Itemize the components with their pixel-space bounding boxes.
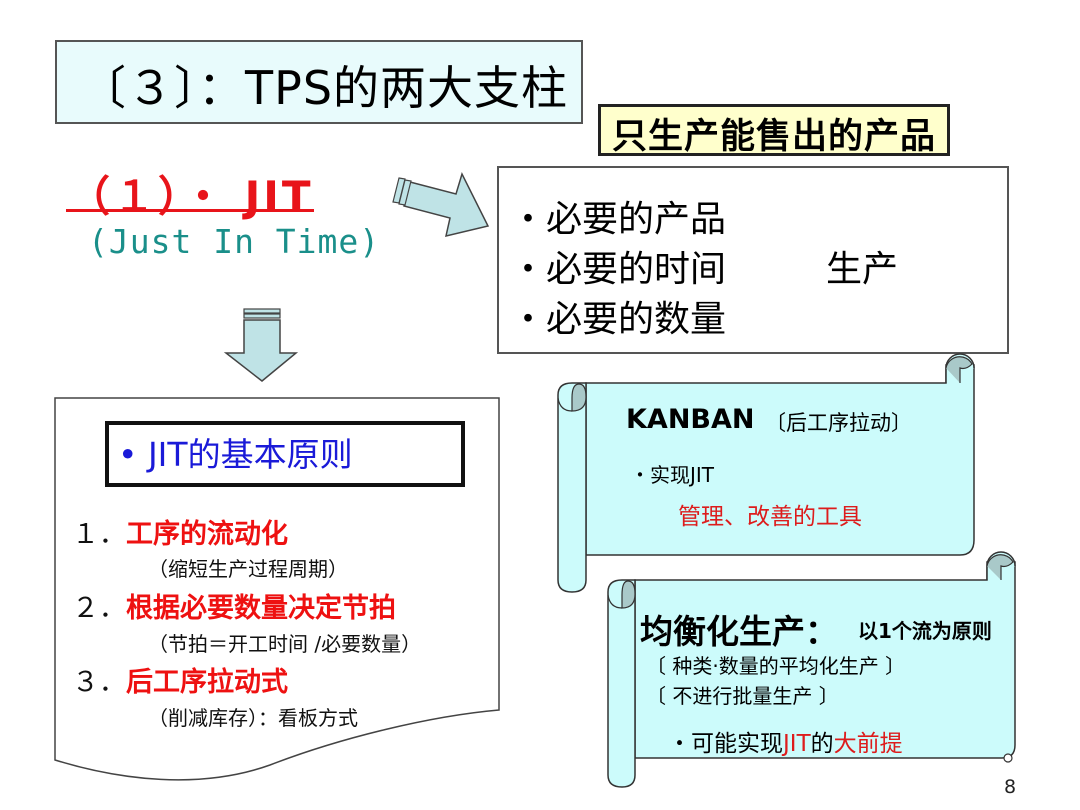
- principle-note: （削减库存）：看板方式: [148, 706, 358, 730]
- kanban-highlight: 管理、改善的工具: [678, 504, 862, 530]
- heijunka-bullet-prefix: ・可能实现: [668, 731, 783, 757]
- principle-title: 根据必要数量决定节拍: [126, 593, 396, 624]
- requirement-item: ・必要的数量: [510, 299, 727, 340]
- principle-number: ２．: [72, 593, 126, 624]
- page-number: 8: [1004, 776, 1017, 798]
- requirement-item: ・必要的产品: [510, 199, 727, 240]
- principle-note: （节拍＝开工时间 /必要数量）: [148, 632, 422, 656]
- requirements-box: [497, 166, 1009, 354]
- heijunka-bullet: ・可能实现JIT的大前提: [668, 724, 903, 758]
- heijunka-bullet-mid: 的: [810, 731, 834, 757]
- jit-underline: [66, 209, 314, 212]
- principle-title: 工序的流动化: [126, 519, 288, 550]
- heijunka-line: 〔 种类·数量的平均化生产 〕: [646, 654, 906, 678]
- callout-label: 只生产能售出的产品: [612, 117, 937, 157]
- principles-header: • JIT的基本原则: [118, 435, 353, 474]
- requirements-result: 生产: [826, 249, 899, 290]
- heijunka-bullet-highlight: 大前提: [833, 731, 903, 757]
- heijunka-line: 〔 不进行批量生产 〕: [646, 684, 839, 708]
- jit-subtitle: (Just In Time): [88, 222, 381, 261]
- kanban-title: KANBAN: [626, 404, 755, 435]
- callout-box: [598, 104, 950, 156]
- kanban-paren: 〔后工序拉动〕: [765, 411, 912, 435]
- title-box: [55, 40, 583, 124]
- kanban-bullet: ・实现JIT: [630, 463, 715, 487]
- principle-number: ３．: [72, 667, 126, 698]
- right-arrow-icon: [392, 171, 490, 238]
- requirement-item: ・必要的时间: [510, 249, 727, 290]
- heijunka-subtitle: 以1个流为原则: [858, 619, 992, 643]
- heijunka-title: 均衡化生产：: [640, 612, 838, 651]
- principles-header-box: [105, 421, 465, 487]
- principle-title: 后工序拉动式: [126, 667, 288, 698]
- down-arrow-icon: [223, 308, 299, 382]
- slide-title: 〔３〕：TPS的两大支柱: [80, 61, 569, 115]
- heijunka-bullet-jit: JIT: [783, 731, 811, 757]
- principle-note: （缩短生产过程周期）: [148, 557, 348, 581]
- principle-number: １．: [72, 519, 126, 550]
- jit-heading: （１）・ JIT: [68, 172, 314, 221]
